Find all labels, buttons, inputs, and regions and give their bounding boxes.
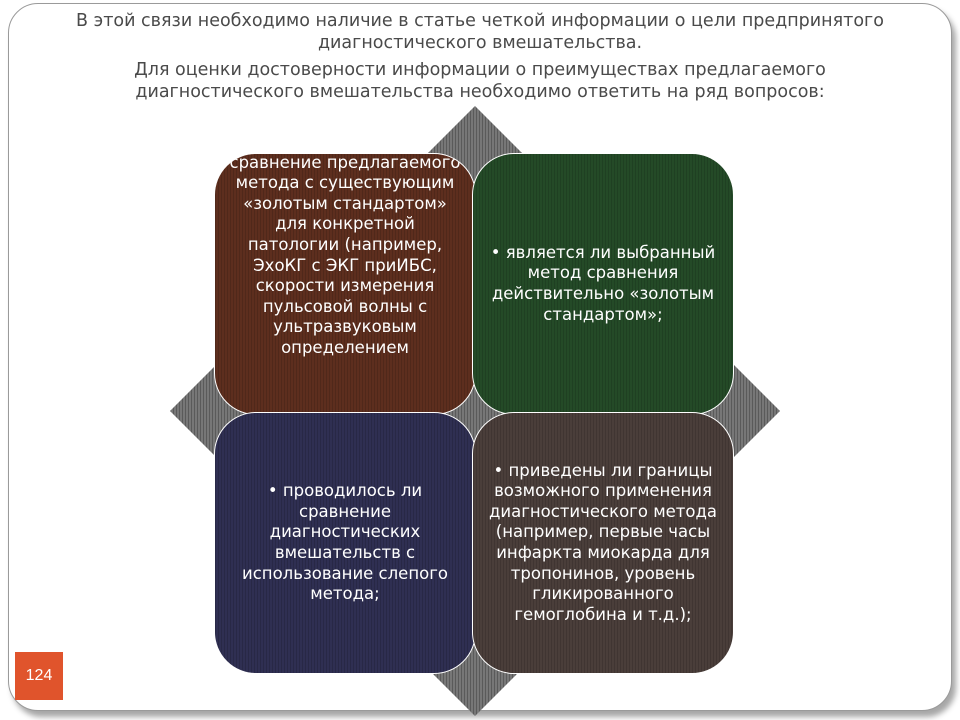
question-bottom-right-text: • приведены ли границы возможного примен… <box>488 460 718 624</box>
question-bottom-right: • приведены ли границы возможного примен… <box>472 412 734 674</box>
intro-line-2: Для оценки достоверности информации о пр… <box>134 60 826 102</box>
question-top-left: • проводилось ли сравнение предлагаемого… <box>214 153 476 415</box>
intro-text: В этой связи необходимо наличие в статье… <box>60 10 900 108</box>
question-bottom-left-text: • проводилось ли сравнение диагностическ… <box>242 481 448 604</box>
question-top-left-text: • проводилось ли сравнение предлагаемого… <box>229 153 461 357</box>
page-number-badge: 124 <box>15 652 63 700</box>
intro-line-1: В этой связи необходимо наличие в статье… <box>76 11 884 53</box>
question-top-right-text: • является ли выбранный метод сравнения … <box>490 242 716 324</box>
question-top-right: • является ли выбранный метод сравнения … <box>472 153 734 415</box>
question-bottom-left: • проводилось ли сравнение диагностическ… <box>214 412 476 674</box>
